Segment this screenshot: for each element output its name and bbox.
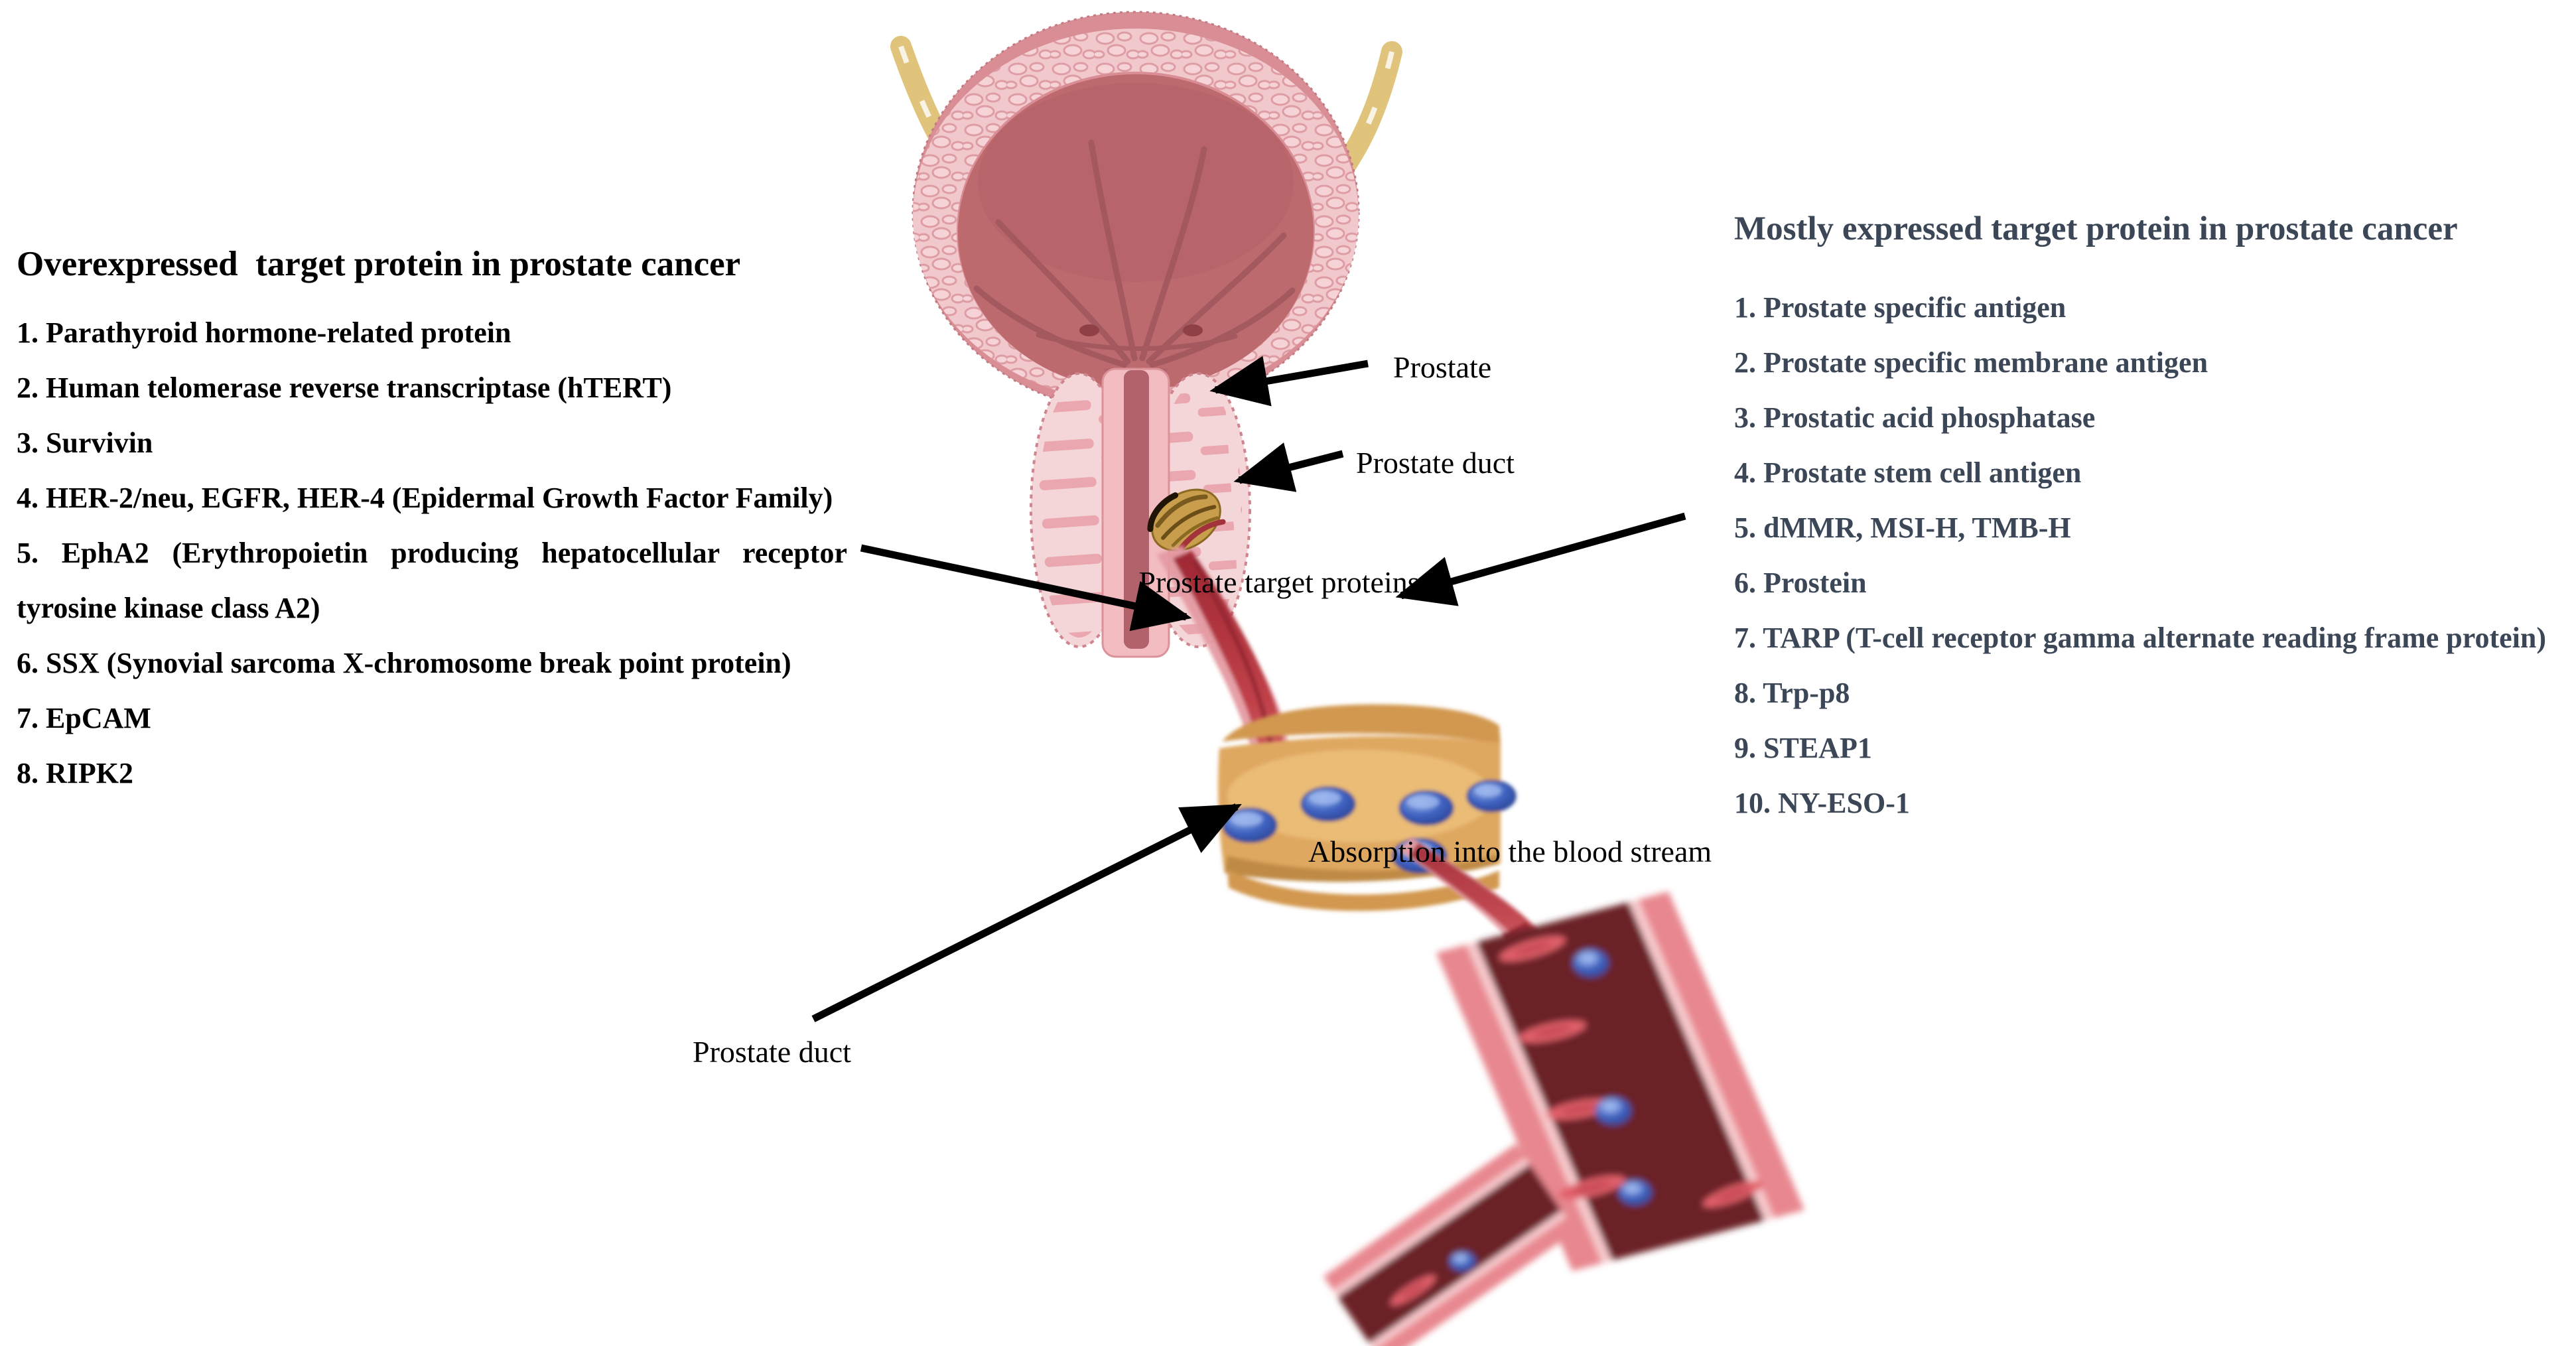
list-item: 7. TARP (T-cell receptor gamma alternate… <box>1734 622 2547 654</box>
red-blood-cells <box>1390 935 1763 1306</box>
overexpressed-panel-title: Overexpressed target protein in prostate… <box>17 245 741 283</box>
overexpressed-proteins-panel: Overexpressed target protein in prostate… <box>17 244 847 801</box>
list-item: 4. HER-2/neu, EGFR, HER-4 (Epidermal Gro… <box>17 482 833 514</box>
prostate-target-proteins-label: Prostate target proteins <box>1138 565 1420 599</box>
mostly-expressed-proteins-panel: Mostly expressed target protein in prost… <box>1734 210 2576 831</box>
list-item: 1. Prostate specific antigen <box>1734 291 2067 324</box>
list-item: 2. Prostate specific membrane antigen <box>1734 346 2208 379</box>
bladder-interior <box>958 74 1314 390</box>
list-item: 8. RIPK2 <box>17 757 133 789</box>
red-blood-cell <box>1558 1176 1626 1199</box>
bladder-folds <box>973 139 1296 368</box>
list-item: 2. Human telomerase reverse transcriptas… <box>17 371 672 404</box>
prostate-duct-label-bottom: Prostate duct <box>693 1035 851 1069</box>
arrow-left-list-to-target <box>860 544 1192 632</box>
protein-cell <box>1398 790 1454 826</box>
ureteral-orifice-left <box>1079 324 1099 336</box>
list-item: 7. EpCAM <box>17 702 151 734</box>
list-item: 9. STEAP1 <box>1734 732 1872 764</box>
list-item: 6. SSX (Synovial sarcoma X-chromosome br… <box>17 647 791 679</box>
red-blood-cell <box>1702 1181 1763 1207</box>
arrow-prostate <box>1209 356 1369 407</box>
arrow-prostate-duct-bottom <box>811 803 1242 1022</box>
blue-cell <box>1595 1097 1631 1125</box>
list-item: 10. NY-ESO-1 <box>1734 787 1910 819</box>
circulating-protein-cells <box>1450 949 1652 1272</box>
list-item: 3. Prostatic acid phosphatase <box>1734 401 2096 434</box>
prostate-label: Prostate <box>1393 350 1492 384</box>
list-item: 5. dMMR, MSI-H, TMB-H <box>1734 511 2071 544</box>
mostly-expressed-panel-title: Mostly expressed target protein in prost… <box>1734 210 2458 247</box>
arrow-right-list-to-target <box>1395 512 1686 606</box>
protein-cell <box>1466 779 1517 813</box>
blue-cell <box>1619 1180 1652 1205</box>
prostate-duct-label-top: Prostate duct <box>1356 446 1515 480</box>
red-blood-cell <box>1546 1099 1615 1120</box>
ureteral-orifice-right <box>1183 324 1203 336</box>
vessel-lumen <box>1476 902 1765 1260</box>
prostate-duct-tissue <box>1218 704 1517 911</box>
red-blood-cell <box>1390 1275 1436 1306</box>
list-item: 3. Survivin <box>17 427 153 459</box>
red-blood-cell <box>1519 1020 1586 1043</box>
annotation-arrows <box>811 356 1686 1022</box>
protein-cell <box>1222 807 1278 843</box>
absorption-label: Absorption into the blood stream <box>1308 835 1712 868</box>
blue-cell <box>1450 1252 1476 1272</box>
list-item: 8. Trp-p8 <box>1734 677 1850 709</box>
protein-cell <box>1300 786 1356 822</box>
bladder <box>912 11 1360 418</box>
list-item: 5. EphA2 (Erythropoietin producing hepat… <box>17 537 847 624</box>
blue-cell <box>1573 949 1609 977</box>
list-item: 6. Prostein <box>1734 567 1867 599</box>
blood-vessel <box>1323 892 1804 1346</box>
prostate-duct-gold <box>1147 488 1226 552</box>
list-item: 4. Prostate stem cell antigen <box>1734 456 2082 489</box>
arrow-prostate-duct-top <box>1233 442 1344 492</box>
list-item: 1. Parathyroid hormone-related protein <box>17 316 511 349</box>
red-blood-cell <box>1499 935 1566 962</box>
